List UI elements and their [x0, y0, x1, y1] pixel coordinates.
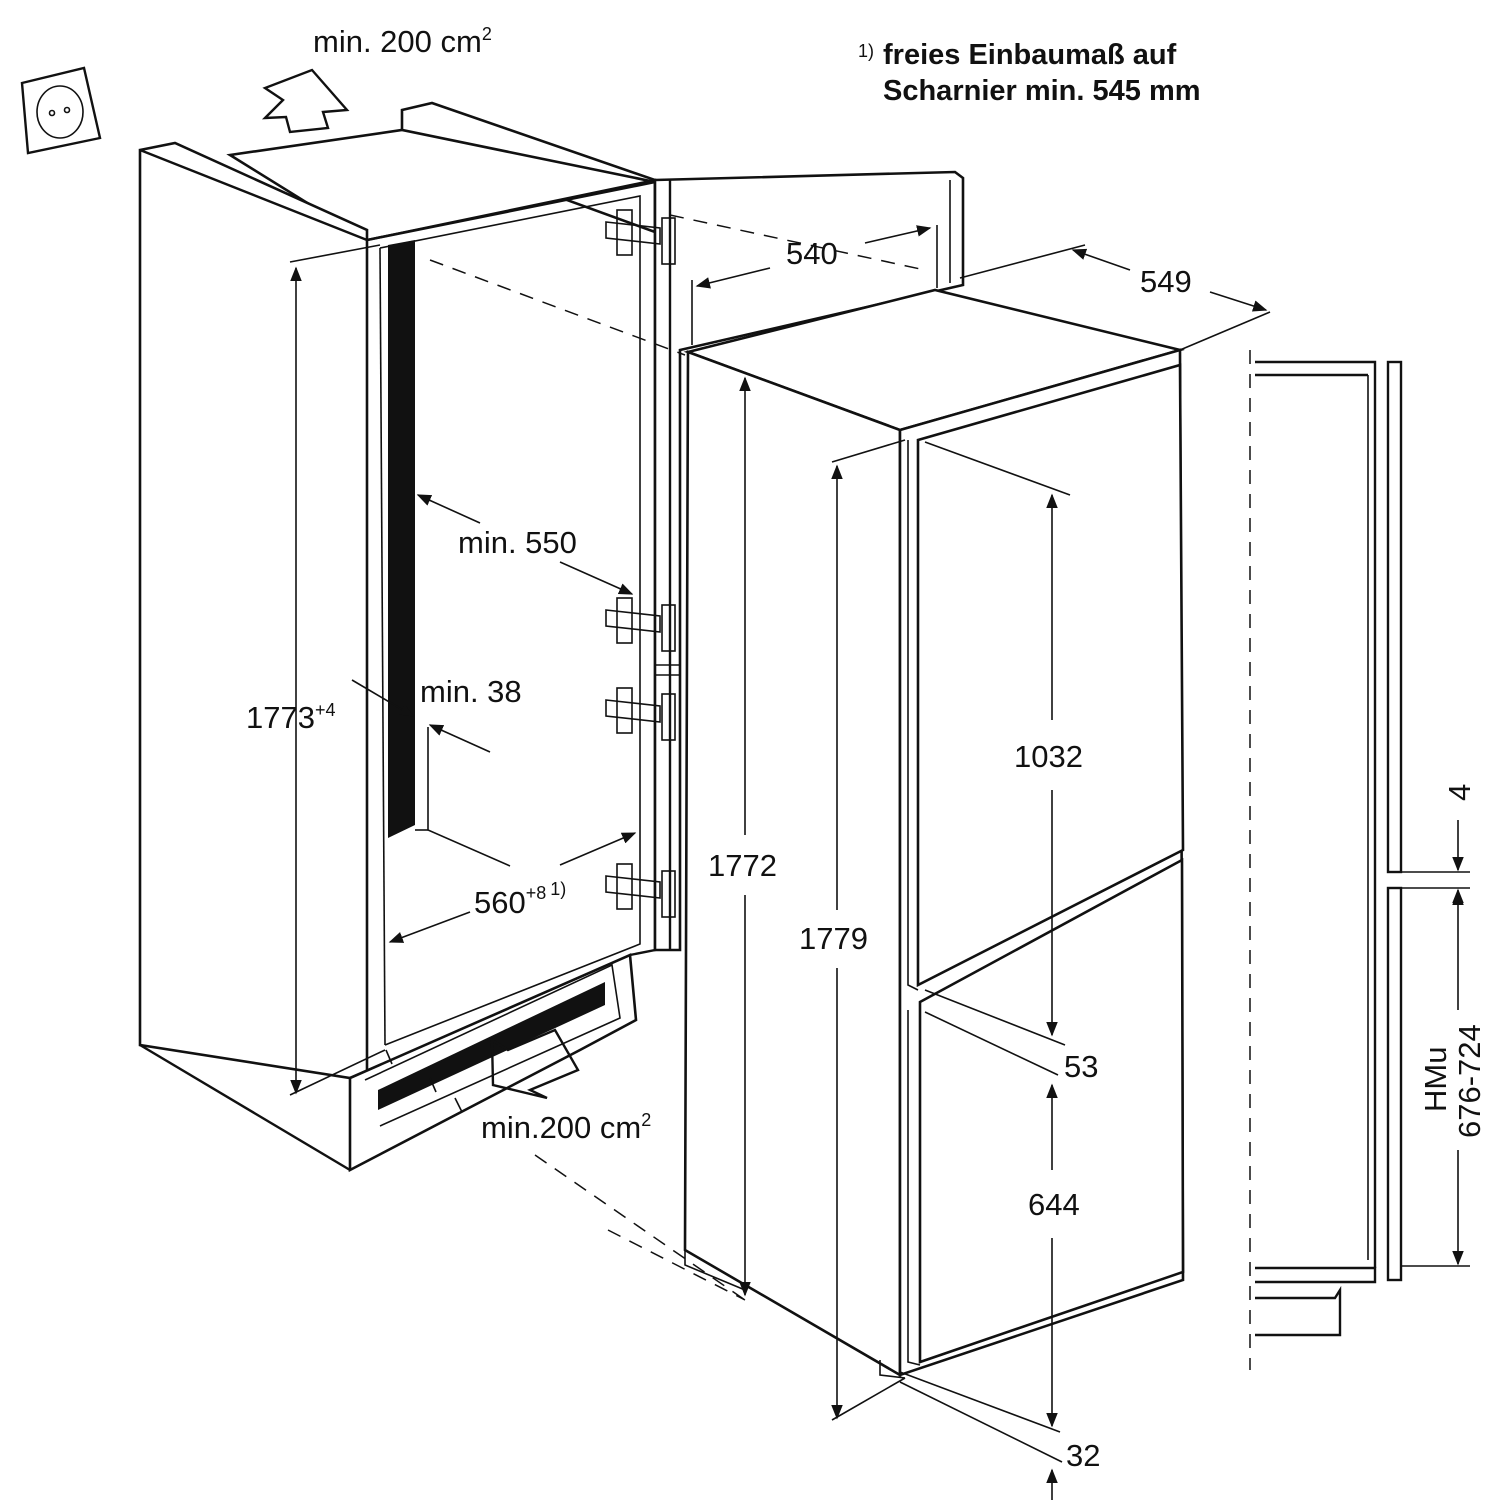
dimension-niche-height: 1773+4 [246, 244, 386, 1096]
cabinet-niche [138, 101, 657, 1173]
dimension-appliance-depth: 549 [959, 244, 1271, 351]
hinge-middle-2 [605, 687, 676, 741]
appliance-body [683, 288, 1186, 1379]
power-socket-icon [20, 66, 102, 155]
bottom-offset-label: 32 [1066, 1438, 1100, 1473]
dimension-lower-door: 644 [899, 1083, 1080, 1433]
dimension-min-depth: min. 550 [416, 494, 634, 595]
projection-lines [429, 214, 926, 1301]
vent-top-label: min. 200 cm2 [313, 24, 492, 59]
hmu-label: HMu [1418, 1047, 1453, 1112]
dimension-appliance-height: 1772 [708, 376, 777, 1297]
hinge-middle-1 [605, 597, 676, 652]
dimension-door-gap: 53 [924, 1011, 1098, 1084]
ventilation-arrow-in-icon [490, 1028, 580, 1100]
door-gap-label: 53 [1064, 1049, 1098, 1084]
dimension-appliance-width: 540 [691, 225, 938, 345]
side-section [1249, 350, 1470, 1370]
min-depth-label: min. 550 [458, 525, 577, 560]
upper-door-label: 1032 [1014, 739, 1083, 774]
overall-height-label: 1779 [799, 921, 868, 956]
dimension-hmu: HMu 676-724 [1418, 890, 1487, 1266]
footnote-marker: 1) [858, 41, 874, 61]
footnote: 1) freies Einbaumaß auf Scharnier min. 5… [858, 39, 1201, 107]
hinge-top [605, 209, 676, 265]
min-gap-label: min. 38 [420, 674, 522, 709]
vent-bottom-label: min.200 cm2 [481, 1110, 651, 1145]
dimension-side-gap: 4 [1442, 784, 1477, 905]
appliance-height-label: 1772 [708, 848, 777, 883]
footnote-line-1: freies Einbaumaß auf [883, 39, 1177, 71]
dimension-upper-door: 1032 [924, 441, 1083, 1046]
lower-door-label: 644 [1028, 1187, 1080, 1222]
footnote-line-2: Scharnier min. 545 mm [883, 75, 1201, 107]
hinge-bottom [605, 863, 676, 918]
dimension-overall-height: 1779 [799, 439, 906, 1421]
niche-height-label: 1773+4 [246, 700, 336, 735]
appliance-width-label: 540 [786, 236, 838, 271]
dimension-min-gap: min. 38 [351, 674, 522, 753]
appliance-depth-label: 549 [1140, 264, 1192, 299]
dimension-bottom-offset: 32 [899, 1381, 1100, 1500]
ventilation-arrow-up-icon [261, 68, 350, 134]
side-gap-label: 4 [1442, 784, 1477, 801]
hmu-range-label: 676-724 [1452, 1024, 1487, 1138]
